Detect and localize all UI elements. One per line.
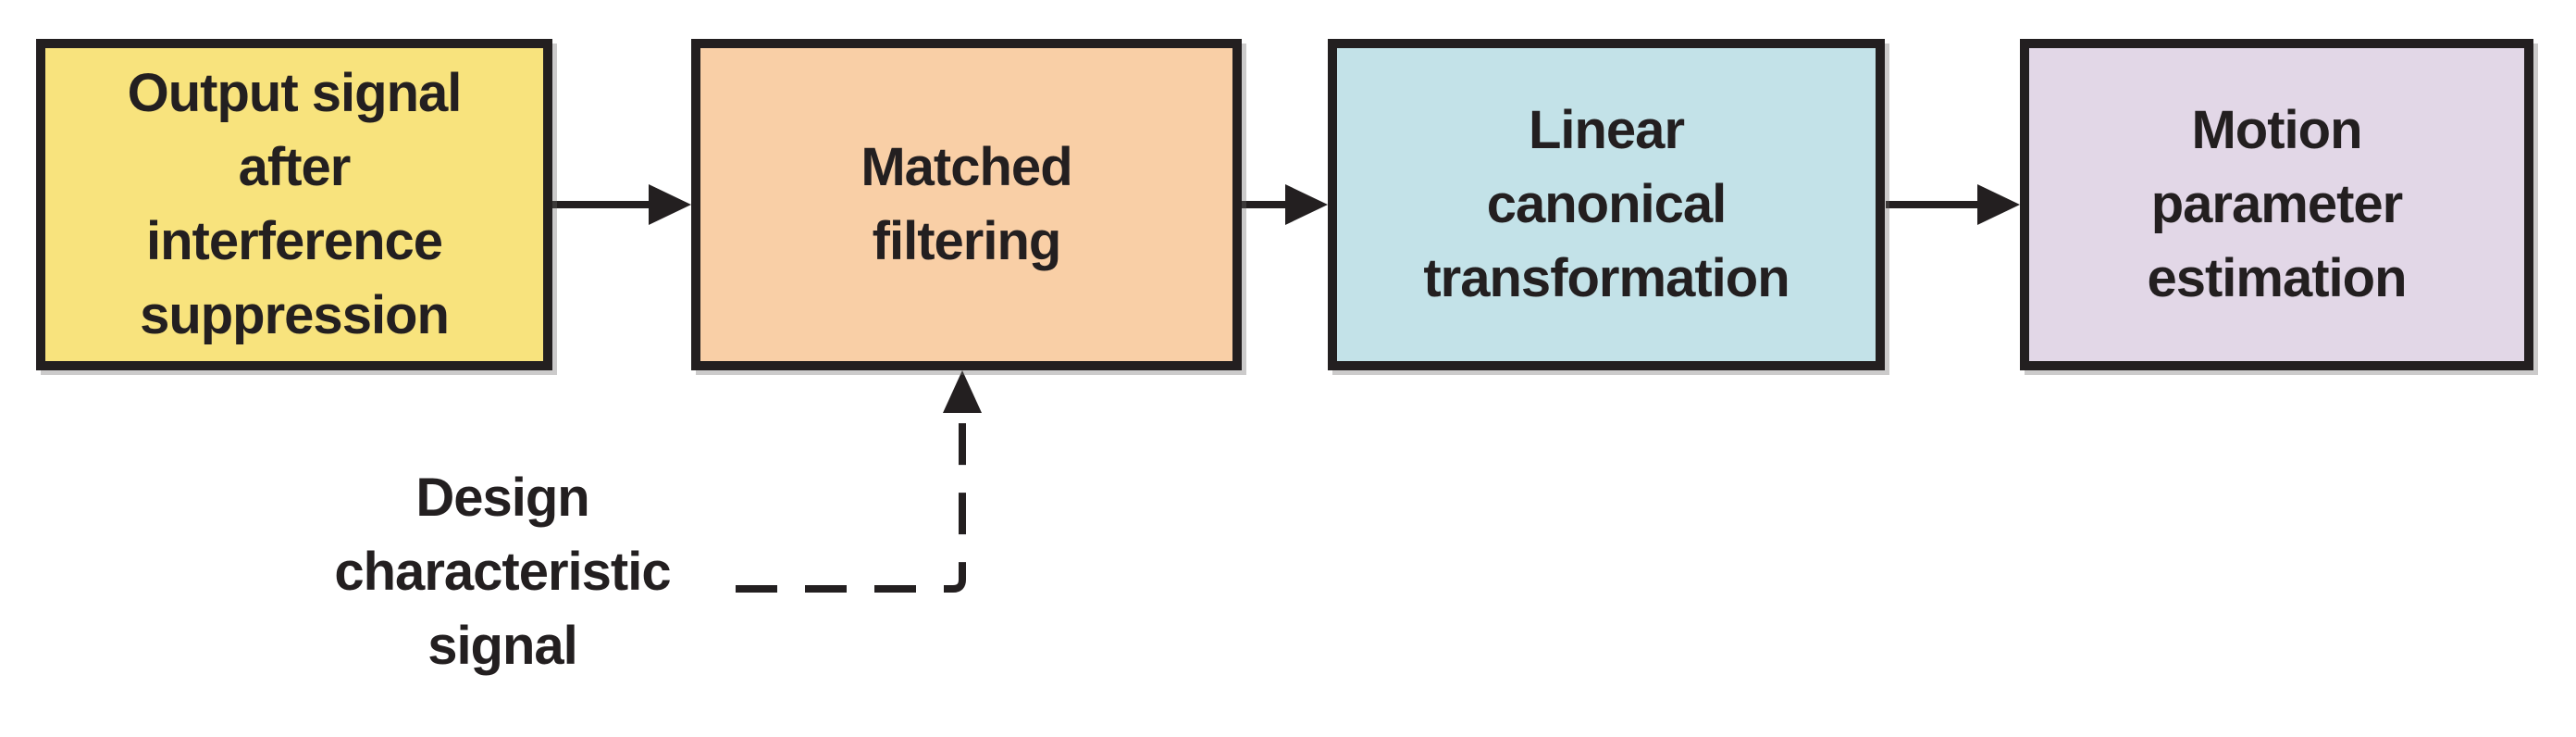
box-matched-filtering: Matched filtering	[691, 39, 1242, 370]
box-output-signal: Output signal after interference suppres…	[36, 39, 552, 370]
dashed-arrow-shaft	[736, 413, 966, 593]
arrowhead-right-icon	[1285, 184, 1328, 225]
box-linear-canonical-transformation: Linear canonical transformation	[1328, 39, 1885, 370]
box-label-motion-parameter-estimation: Motion parameter estimation	[2147, 100, 2407, 308]
arrow-lct-to-motion	[1886, 184, 2020, 225]
arrowhead-right-icon	[649, 184, 691, 225]
box-label-matched-filtering: Matched filtering	[861, 137, 1072, 271]
box-label-output-signal: Output signal after interference suppres…	[127, 63, 463, 345]
arrowhead-right-icon	[1977, 184, 2020, 225]
arrowhead-up-icon	[943, 370, 982, 413]
arrow-output-to-matched	[552, 184, 691, 225]
box-motion-parameter-estimation: Motion parameter estimation	[2020, 39, 2533, 370]
dashed-arrow-design-signal-to-matched	[736, 370, 982, 593]
annotation-design-characteristic-signal: Design characteristic signal	[334, 468, 671, 676]
arrow-matched-to-lct	[1242, 184, 1328, 225]
box-label-linear-canonical-transformation: Linear canonical transformation	[1423, 100, 1790, 308]
